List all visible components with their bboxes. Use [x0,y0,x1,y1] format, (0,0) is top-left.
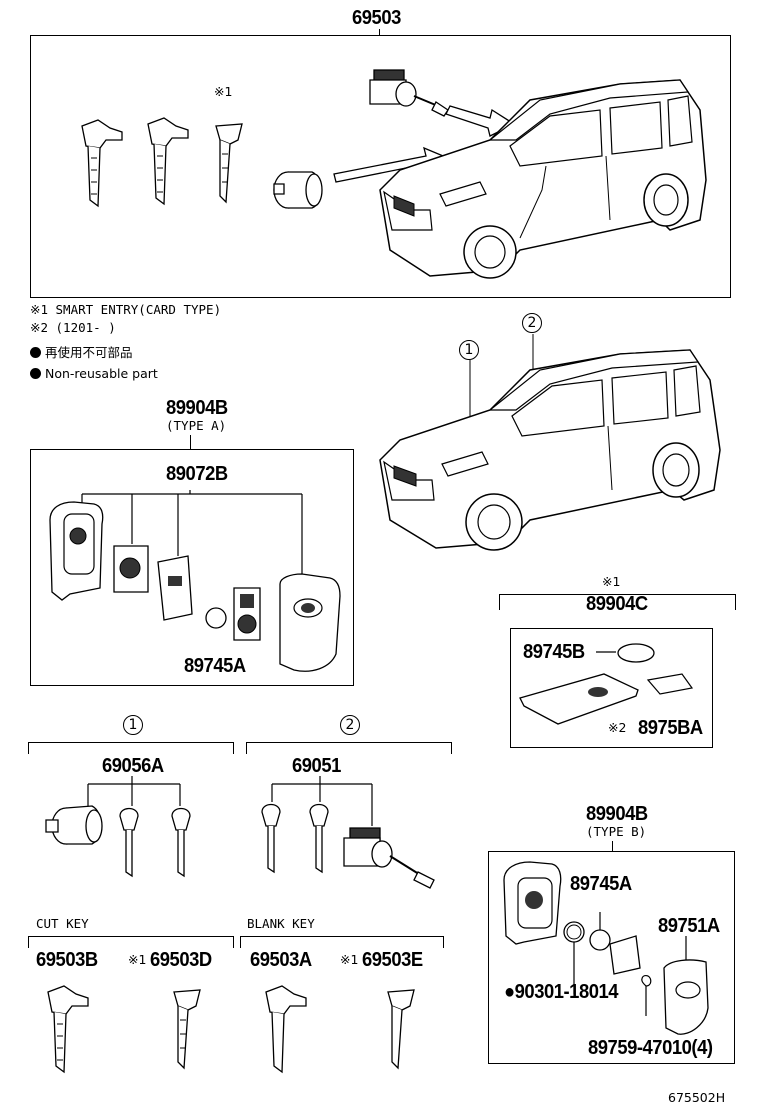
location-marker-2: 2 [340,715,360,735]
part-number-89759-47010: 89759-47010(4) [588,1037,713,1059]
part-number-69051: 69051 [292,755,341,777]
part-number-69056A: 69056A [102,755,164,777]
filled-dot-icon [30,368,41,379]
bracket-line [499,594,736,595]
cut-master-key-illustration [42,984,92,1074]
location-marker-2: 2 [522,313,542,333]
part-number-89745A-type-a: 89745A [184,655,246,677]
group-box-89904C [510,628,713,748]
part-number-89745B: 89745B [523,641,585,663]
group-box-69503 [30,35,731,298]
bracket-line [240,936,241,948]
bracket-line [443,936,444,948]
smart-entry-marker: ※1 [340,952,359,967]
bracket-line [28,742,29,754]
bracket-line [246,742,247,754]
bracket-line [735,594,736,610]
vehicle-illustration-middle [370,330,730,560]
smart-entry-marker: ※1 [214,84,233,99]
cut-card-key-illustration [170,988,204,1072]
figure-id: 675502H [668,1090,726,1105]
type-a-label: (TYPE A) [166,418,227,433]
valet-key-illustration [142,116,192,206]
bracket-line [499,594,500,610]
part-number-69503E: 69503E [362,949,423,971]
leader-line [612,841,613,851]
card-key-parts [514,640,710,726]
part-number-69503B: 69503B [36,949,98,971]
filled-dot-icon [30,347,41,358]
part-number-89751A: 89751A [658,915,720,937]
leader-line [379,29,380,35]
part-number-90301-18014: ●90301-18014 [504,981,619,1003]
bracket-line [28,742,234,743]
legend-nonreusable-en: Non-reusable part [30,367,158,381]
smart-entry-marker: ※1 [602,574,621,589]
part-number-89745A-type-b: 89745A [570,873,632,895]
part-number-89904B-type-a: 89904B [166,397,228,419]
vehicle-illustration-top [370,70,710,285]
bracket-line [233,742,234,754]
master-key-illustration [76,118,126,208]
location-marker-1: 1 [459,340,479,360]
location-marker-1: 1 [123,715,143,735]
smart-entry-marker: ※1 [128,952,147,967]
part-number-8975BA: 8975BA [638,717,703,739]
legend-nonreusable-jp: 再使用不可部品 [30,346,133,360]
type-a-transmitter-parts [40,484,350,684]
part-number-89904C: 89904C [586,593,648,615]
type-b-label: (TYPE B) [586,824,647,839]
blank-master-key-illustration [260,984,310,1074]
group-box-type-b [488,851,735,1064]
bracket-line [233,936,234,948]
part-number-89904B-type-b: 89904B [586,803,648,825]
bracket-line [240,936,444,937]
note-date-range: ※2 (1201- ) [30,320,116,335]
ignition-cylinder-illustration [360,66,460,124]
bracket-line [451,742,452,754]
card-key-illustration [212,122,246,206]
door-lock-cylinder-illustration [268,166,328,218]
note-smart-entry: ※1 SMART ENTRY(CARD TYPE) [30,302,222,317]
leader-line [190,435,191,449]
part-number-89072B: 89072B [166,463,228,485]
blank-card-key-illustration [384,988,418,1072]
part-number-69503A: 69503A [250,949,312,971]
bracket-line [28,936,234,937]
group-box-type-a [30,449,354,686]
part-number-69503D: 69503D [150,949,212,971]
part-number-69503: 69503 [352,7,401,29]
bracket-line [246,742,452,743]
cut-key-heading: CUT KEY [36,916,89,931]
type-b-transmitter-parts [494,856,730,1036]
ignition-lock-set-illustration [246,776,456,900]
bracket-line [28,936,29,948]
door-lock-set-illustration [40,776,210,882]
blank-key-heading: BLANK KEY [247,916,315,931]
date-range-marker: ※2 [608,720,627,735]
